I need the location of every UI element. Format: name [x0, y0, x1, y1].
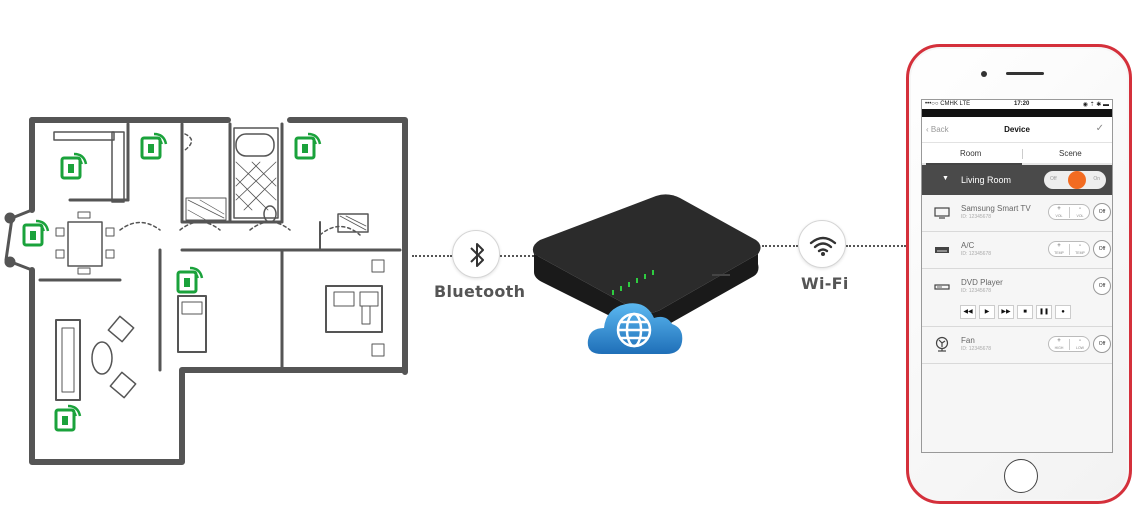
play-button[interactable]: ▶	[979, 305, 995, 319]
back-label: Back	[930, 125, 949, 134]
wifi-link-line-right	[846, 245, 906, 247]
device-row-tv[interactable]: Samsung Smart TV ID: 12345678 +VOL -VOL …	[922, 195, 1112, 232]
cloud-globe-icon	[587, 303, 683, 354]
pause-button[interactable]: ❚❚	[1036, 305, 1052, 319]
tab-scene[interactable]: Scene	[1059, 149, 1082, 158]
bluetooth-link-line	[412, 255, 452, 257]
smart-plug-icon	[140, 132, 168, 160]
volume-control: +VOL -VOL	[1048, 204, 1090, 220]
device-id: ID: 12345678	[961, 288, 992, 294]
status-bar: •••○○ CMHK LTE 17:20 ◉ ⇡ ✱ ▬	[922, 100, 1112, 109]
media-controls: ◀◀▶▶▶■❚❚●	[960, 305, 1074, 323]
back-button[interactable]: ‹ Back	[926, 125, 949, 134]
room-header[interactable]: ▼ Living Room Off On	[922, 165, 1112, 195]
device-row-fan[interactable]: Fan ID: 12345678 +HIGH -LOW Off	[922, 327, 1112, 364]
carrier-text: •••○○ CMHK LTE	[925, 101, 971, 107]
power-off-button[interactable]: Off	[1093, 277, 1111, 295]
pill-divider	[1069, 207, 1070, 218]
volume-down-button[interactable]: -VOL	[1076, 206, 1084, 218]
record-button[interactable]: ●	[1055, 305, 1071, 319]
device-name: A/C	[961, 241, 975, 250]
smart-plug-icon	[294, 132, 322, 160]
device-name: DVD Player	[961, 278, 1003, 287]
smartphone: •••○○ CMHK LTE 17:20 ◉ ⇡ ✱ ▬ ‹ Back Devi…	[906, 44, 1132, 504]
device-id: ID: 12345678	[961, 251, 992, 257]
rewind-button[interactable]: ◀◀	[960, 305, 976, 319]
volume-up-button[interactable]: +VOL	[1055, 206, 1063, 218]
tab-bar: Room Scene	[922, 143, 1112, 165]
device-row-ac[interactable]: A/C ID: 12345678 +TEMP -TEMP Off	[922, 232, 1112, 269]
wifi-label: Wi-Fi	[801, 274, 849, 293]
device-id: ID: 12345678	[961, 346, 992, 352]
collapse-caret-icon[interactable]: ▼	[942, 175, 949, 182]
fan-icon	[935, 336, 949, 352]
device-name: Fan	[961, 336, 975, 345]
bluetooth-label: Bluetooth	[434, 282, 526, 301]
device-row-dvd[interactable]: DVD Player ID: 12345678 Off ◀◀▶▶▶■❚❚●	[922, 269, 1112, 327]
confirm-check-icon[interactable]: ✓	[1095, 123, 1104, 134]
fast-forward-button[interactable]: ▶▶	[998, 305, 1014, 319]
stop-button[interactable]: ■	[1017, 305, 1033, 319]
dvd-icon	[934, 284, 950, 290]
floor-plan	[4, 117, 408, 465]
wifi-link-line-left	[762, 245, 798, 247]
toggle-knob[interactable]	[1068, 171, 1086, 189]
device-name: Samsung Smart TV	[961, 204, 1031, 213]
room-name: Living Room	[961, 175, 1012, 185]
device-id: ID: 12345678	[961, 214, 992, 220]
room-power-toggle[interactable]: Off On	[1044, 171, 1106, 189]
fan-low-button[interactable]: -LOW	[1076, 338, 1084, 350]
ac-icon	[935, 247, 949, 253]
pill-divider	[1069, 244, 1070, 255]
temp-up-button[interactable]: +TEMP	[1054, 243, 1064, 255]
toggle-off-label: Off	[1050, 176, 1057, 182]
smart-plug-icon	[60, 152, 88, 180]
temp-down-button[interactable]: -TEMP	[1075, 243, 1085, 255]
fan-speed-control: +HIGH -LOW	[1048, 336, 1090, 352]
nav-bar: ‹ Back Device ✓	[922, 117, 1112, 143]
bluetooth-icon	[452, 230, 500, 278]
power-off-button[interactable]: Off	[1093, 203, 1111, 221]
toggle-on-label: On	[1093, 176, 1100, 182]
fan-high-button[interactable]: +HIGH	[1054, 338, 1064, 350]
wifi-icon	[798, 220, 846, 268]
tv-icon	[934, 207, 950, 219]
clock-text: 17:20	[1014, 101, 1030, 107]
temperature-control: +TEMP -TEMP	[1048, 241, 1090, 257]
smart-plug-icon	[22, 219, 50, 247]
page-title: Device	[1004, 125, 1030, 134]
power-off-button[interactable]: Off	[1093, 335, 1111, 353]
home-button[interactable]	[1004, 459, 1038, 493]
status-divider	[922, 109, 1112, 117]
smart-plug-icon	[176, 266, 204, 294]
status-icons: ◉ ⇡ ✱ ▬	[1082, 102, 1109, 108]
active-tab-indicator	[926, 163, 1022, 165]
bluetooth-link-line-right	[500, 255, 538, 257]
earpiece-speaker	[1006, 72, 1044, 75]
tab-separator	[1022, 149, 1023, 159]
power-off-button[interactable]: Off	[1093, 240, 1111, 258]
smart-plug-icon	[54, 404, 82, 432]
app-screen: •••○○ CMHK LTE 17:20 ◉ ⇡ ✱ ▬ ‹ Back Devi…	[921, 99, 1113, 453]
tab-room[interactable]: Room	[960, 149, 982, 158]
pill-divider	[1069, 339, 1070, 350]
front-camera	[981, 71, 987, 77]
